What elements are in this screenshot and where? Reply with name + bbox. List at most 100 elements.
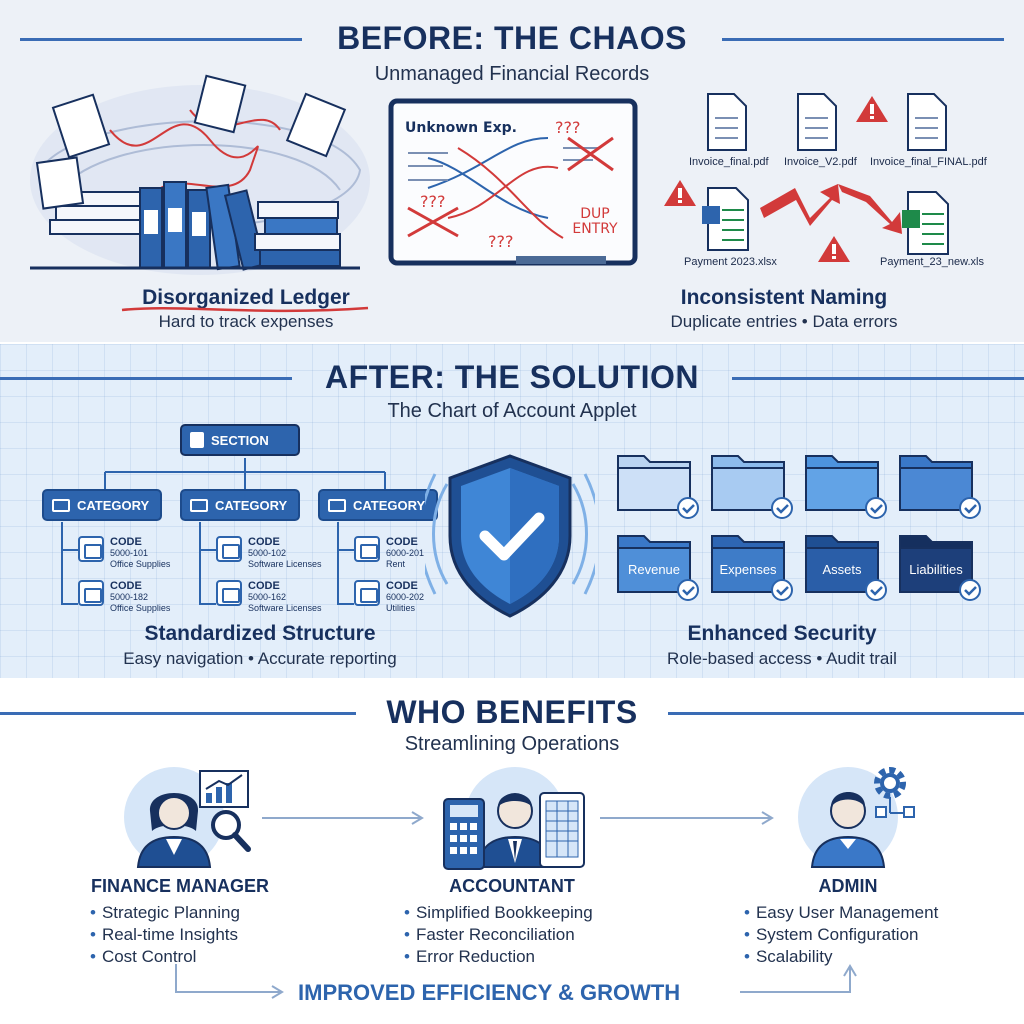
role-bullets: Simplified Bookkeeping Faster Reconcilia… [404, 902, 593, 968]
code-number: 6000-202 [386, 592, 425, 602]
before-section: BEFORE: THE CHAOS Unmanaged Financial Re… [0, 0, 1024, 342]
role-name: FINANCE MANAGER [91, 876, 269, 896]
code-name: Office Supplies [110, 603, 171, 613]
section-label: SECTION [211, 432, 269, 448]
flying-paper-icon [35, 74, 347, 210]
benefits-subtitle: Streamlining Operations [404, 733, 620, 755]
footer-flow-arrows [175, 964, 857, 999]
folder-icon [617, 455, 973, 511]
after-section: AFTER: THE SOLUTION The Chart of Account… [0, 344, 1024, 678]
whiteboard-mark: ??? [420, 192, 446, 211]
code-name: Office Supplies [110, 559, 171, 569]
footer-slogan: IMPROVED EFFICIENCY & GROWTH [298, 980, 681, 1005]
spreadsheet-file-icon [702, 187, 949, 255]
role-bullet: Error Reduction [404, 946, 593, 968]
role-bullet: System Configuration [744, 924, 938, 946]
finance-manager-avatar-icon [124, 767, 251, 868]
caption-title: Disorganized Ledger [142, 286, 350, 309]
benefits-title: WHO BENEFITS [386, 694, 638, 730]
category-node: CATEGORY [318, 489, 438, 521]
code-number: 5000-102 [248, 548, 287, 558]
caption-subtitle: Duplicate entries • Data errors [670, 312, 898, 331]
pdf-file-icon [907, 93, 947, 151]
check-badge-icon [677, 497, 981, 601]
file-name: Payment_23_new.xls [880, 256, 984, 268]
caption-subtitle: Easy navigation • Accurate reporting [123, 649, 397, 668]
file-name: Invoice_V2.pdf [784, 156, 857, 168]
role-bullet: Simplified Bookkeeping [404, 902, 593, 924]
role-name: ACCOUNTANT [449, 876, 575, 896]
title-rule-left [0, 377, 292, 380]
code-name: Rent [386, 559, 406, 569]
caption-title: Standardized Structure [144, 622, 376, 645]
whiteboard-label: Unknown Exp. [405, 120, 517, 136]
ledger-books-icon [254, 201, 341, 267]
folder-icon [328, 498, 346, 512]
folder-label: Liabilities [909, 562, 963, 577]
category-node: CATEGORY [42, 489, 162, 521]
warning-icon [664, 96, 888, 262]
role-bullet: Real-time Insights [90, 924, 240, 946]
calculator-icon [443, 798, 485, 870]
file-name: Payment 2023.xlsx [684, 256, 777, 268]
role-bullet: Scalability [744, 946, 938, 968]
benefits-section: WHO BENEFITS Streamlining Operations [0, 680, 1024, 1024]
title-rule-right [722, 38, 1004, 41]
folder-icon [216, 536, 242, 562]
after-title: AFTER: THE SOLUTION [325, 359, 699, 395]
title-rule-left [0, 712, 356, 715]
role-name: ADMIN [818, 876, 878, 896]
before-subtitle: Unmanaged Financial Records [374, 63, 650, 85]
tree-connectors [61, 458, 386, 605]
code-name: Software Licenses [248, 603, 322, 613]
code-label: CODE [386, 536, 418, 548]
whiteboard-mark: ??? [488, 232, 514, 251]
file-name: Invoice_final_FINAL.pdf [870, 156, 987, 168]
role-bullets: Strategic Planning Real-time Insights Co… [90, 902, 240, 968]
role-bullet: Cost Control [90, 946, 240, 968]
magnifier-icon [211, 810, 251, 852]
caption-subtitle: Hard to track expenses [158, 312, 334, 331]
folder-icon [354, 536, 380, 562]
code-number: 5000-101 [110, 548, 149, 558]
category-label: CATEGORY [353, 497, 426, 513]
code-label: CODE [110, 580, 142, 592]
folder-grid [617, 455, 981, 601]
folder-label: Expenses [719, 562, 777, 577]
broken-arrow-icon [760, 184, 902, 234]
pdf-file-icon [797, 93, 837, 151]
title-rule-right [668, 712, 1024, 715]
folder-icon [78, 536, 104, 562]
title-rule-left [20, 38, 302, 41]
code-label: CODE [386, 580, 418, 592]
whiteboard-dup-entry: DUP ENTRY [572, 206, 618, 237]
code-number: 5000-162 [248, 592, 287, 602]
file-name: Invoice_final.pdf [689, 156, 769, 168]
flow-arrows [262, 811, 774, 825]
messy-binders-illustration [30, 74, 370, 275]
pdf-file-icon [707, 93, 747, 151]
code-number: 6000-201 [386, 548, 425, 558]
whiteboard-illustration [388, 98, 638, 266]
accountant-avatar-icon [443, 767, 585, 870]
role-bullet: Strategic Planning [90, 902, 240, 924]
spreadsheet-tablet-icon [539, 792, 585, 868]
title-rule-right [732, 377, 1024, 380]
caption-title: Inconsistent Naming [680, 286, 888, 309]
folder-icon [52, 498, 70, 512]
folder-icon [78, 580, 104, 606]
category-node: CATEGORY [180, 489, 300, 521]
code-label: CODE [248, 536, 280, 548]
folder-label: Revenue [627, 562, 681, 577]
shield-check-icon [425, 454, 595, 618]
code-number: 5000-182 [110, 592, 149, 602]
role-bullets: Easy User Management System Configuratio… [744, 902, 938, 968]
folder-icon [216, 580, 242, 606]
category-label: CATEGORY [215, 497, 288, 513]
